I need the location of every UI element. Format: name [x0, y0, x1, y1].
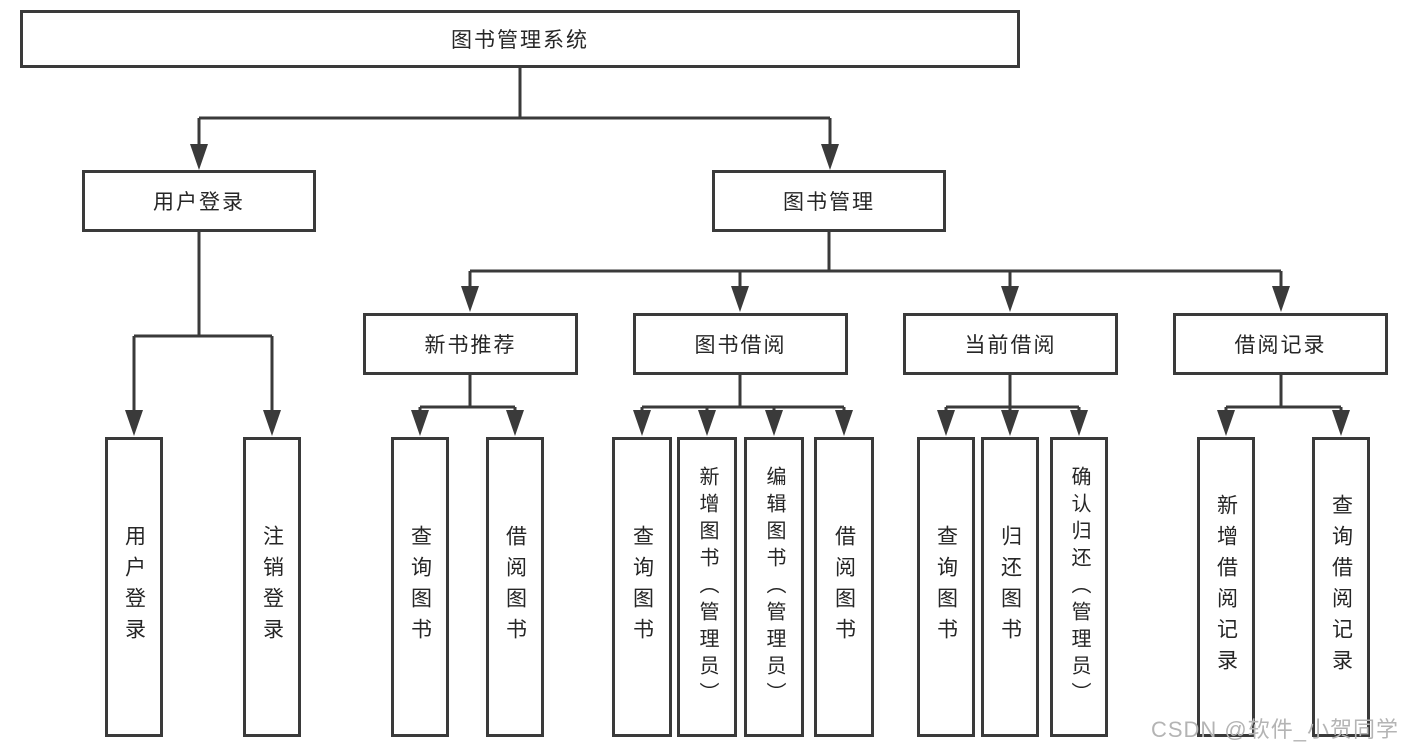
node-borrowing-records: 借阅记录 — [1173, 313, 1388, 375]
leaf-edit-books-admin: 编辑图书（管理员） — [744, 437, 804, 737]
leaf-borrow-books-recommend: 借阅图书 — [486, 437, 544, 737]
leaf-query-books-borrow: 查询图书 — [612, 437, 672, 737]
node-book-management: 图书管理 — [712, 170, 946, 232]
leaf-return-books: 归还图书 — [981, 437, 1039, 737]
arrowheads — [125, 144, 1350, 436]
node-book-borrowing: 图书借阅 — [633, 313, 848, 375]
node-user-login: 用户登录 — [82, 170, 316, 232]
leaf-confirm-return-admin: 确认归还（管理员） — [1050, 437, 1108, 737]
leaf-query-borrow-record: 查询借阅记录 — [1312, 437, 1370, 737]
leaf-logout: 注销登录 — [243, 437, 301, 737]
leaf-query-books-recommend: 查询图书 — [391, 437, 449, 737]
node-current-borrowing: 当前借阅 — [903, 313, 1118, 375]
leaf-borrow-books: 借阅图书 — [814, 437, 874, 737]
leaf-query-books-current: 查询图书 — [917, 437, 975, 737]
leaf-add-borrow-record: 新增借阅记录 — [1197, 437, 1255, 737]
node-new-book-recommend: 新书推荐 — [363, 313, 578, 375]
leaf-add-books-admin: 新增图书（管理员） — [677, 437, 737, 737]
node-system-root: 图书管理系统 — [20, 10, 1020, 68]
leaf-user-login: 用户登录 — [105, 437, 163, 737]
